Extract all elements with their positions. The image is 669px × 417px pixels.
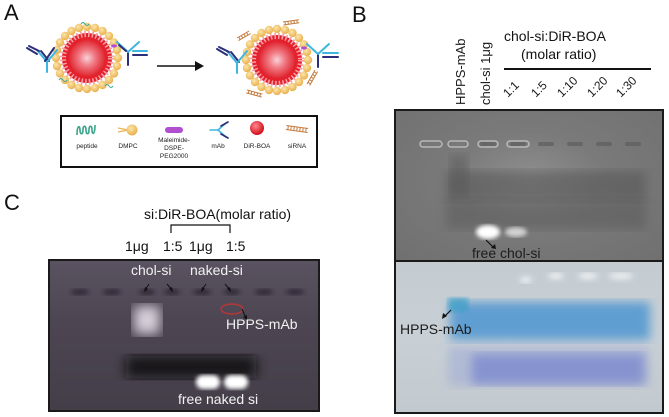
annotation-free-naked-si: free naked si (178, 391, 259, 407)
panel-a-letter: A (4, 0, 19, 25)
transformation-arrow-icon (157, 61, 204, 71)
lane-label-c: 1:5 (163, 238, 183, 254)
mab-icon (209, 121, 229, 139)
group-title-line1: chol-si:DiR-BOA (504, 28, 606, 44)
dir-boa-icon (250, 121, 264, 135)
annotation-hpps-mab-c: HPPS-mAb (226, 316, 298, 332)
panel-c-letter: C (4, 190, 20, 215)
peptide-icon (76, 124, 96, 136)
dmpc-icon (117, 124, 138, 136)
legend-label: peptide (76, 143, 98, 150)
annotation-naked-si: naked-si (190, 262, 243, 278)
ratio-label: 1:20 (584, 73, 611, 100)
ratio-label: 1:1 (500, 78, 522, 100)
legend-label: PEG2000 (159, 153, 189, 160)
gel-b-coomassie: HPPS-mAb (394, 261, 664, 414)
lane-label-chol-si: chol-si 1μg (478, 41, 493, 105)
maleimide-icon (165, 127, 183, 133)
hpps-mab-sirna-particle-illustration (216, 19, 339, 98)
legend-box: peptide DMPC Maleimide- DSPE- PEG2000 mA… (60, 115, 318, 168)
gel-c: chol-si naked-si HPPS-mAb free naked si (48, 259, 320, 412)
legend-item-peptide: peptide (68, 117, 106, 166)
group-title-c: si:DiR-BOA(molar ratio) (144, 206, 292, 222)
hpps-mab-particle-illustration (26, 22, 148, 94)
ratio-label: 1:5 (528, 78, 550, 100)
annotation-chol-si: chol-si (131, 262, 172, 278)
legend-label: DMPC (118, 143, 138, 150)
sirna-icon (285, 124, 309, 134)
legend-label: Maleimide- (158, 137, 190, 144)
legend-label: DiR-BOA (243, 143, 271, 150)
panel-b-letter: B (352, 2, 367, 27)
legend-item-mab: mAb (202, 117, 234, 166)
annotation-hpps-mab: HPPS-mAb (400, 321, 472, 337)
group-title-line2: (molar ratio) (521, 46, 597, 62)
annotation-free-chol-si: free chol-si (472, 245, 541, 261)
lane-label-c: 1:5 (226, 238, 246, 254)
group-bracket-line (504, 68, 651, 70)
lane-label-c: 1μg (125, 238, 149, 254)
legend-item-dmpc: DMPC (110, 117, 146, 166)
lane-label-hpps-mab: HPPS-mAb (453, 38, 468, 105)
ratio-label: 1:30 (613, 73, 640, 100)
group-bracket-c (170, 224, 231, 233)
legend-label: siRNA (287, 143, 307, 150)
legend-item-sirna: siRNA (280, 117, 314, 166)
gel-b-fluorescence: free chol-si (394, 109, 664, 261)
lane-label-c: 1μg (189, 238, 213, 254)
legend-label: mAb (211, 143, 225, 150)
legend-item-dir-boa: DiR-BOA (238, 117, 276, 166)
legend-item-maleimide: Maleimide- DSPE- PEG2000 (150, 117, 198, 166)
legend-label: DSPE- (164, 145, 184, 152)
ratio-label: 1:10 (554, 73, 581, 100)
